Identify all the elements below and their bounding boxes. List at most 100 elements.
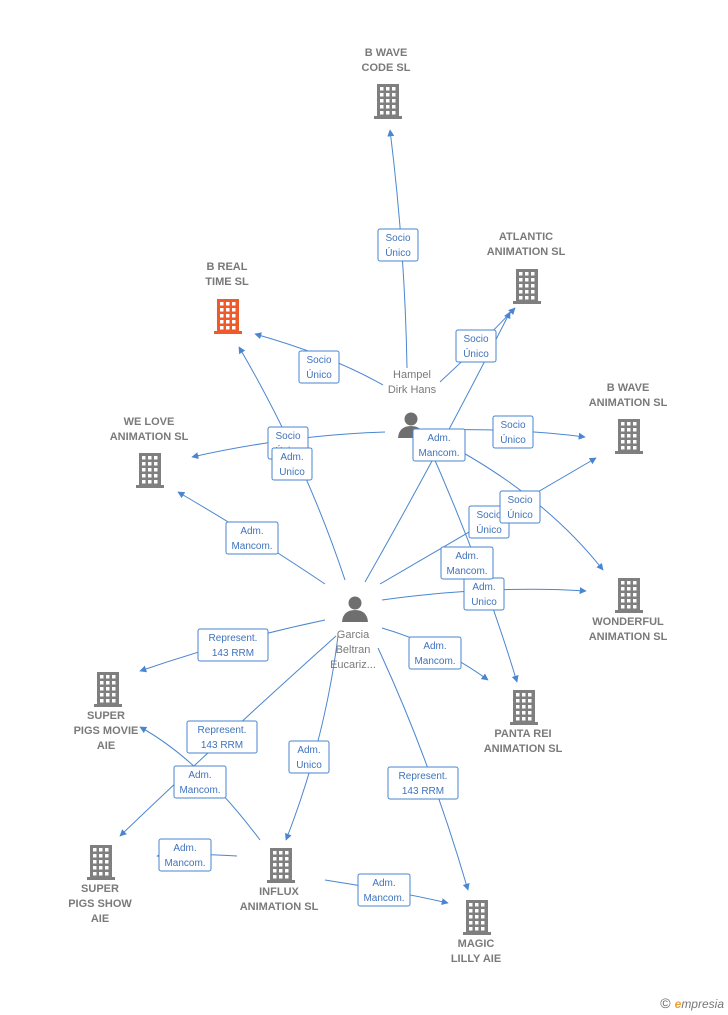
node-label: ANIMATION SL [487, 246, 566, 258]
building-icon [615, 578, 643, 613]
node-label: ANIMATION SL [240, 901, 319, 913]
edge-label[interactable]: Adm. Mancom. [357, 873, 411, 907]
edge-label-box [298, 350, 340, 384]
person-icon [342, 596, 368, 622]
node-label: ATLANTIC [499, 231, 553, 243]
edge-label[interactable]: Adm.Mancom. [158, 838, 212, 872]
edge-label-text: Adm. [423, 641, 446, 652]
building-icon [136, 453, 164, 488]
edge-label-text: Unico [471, 597, 497, 608]
edge-label-text: Mancom. [179, 785, 220, 796]
edge-label-text: Adm. [427, 433, 450, 444]
edge-labels-layer: SocioÚnicoSocioÚnicoSocioÚnicoSocioÚnico… [158, 228, 541, 907]
edge-label-text: Adm. [372, 878, 395, 889]
empresia-brand[interactable]: ©empresia [660, 995, 724, 1011]
edge-label[interactable]: Adm.Unico [271, 447, 313, 481]
edge-label[interactable]: Adm. Mancom. [225, 521, 279, 555]
edge-label-box [387, 766, 459, 800]
node-label: AIE [97, 740, 115, 752]
building-icon [615, 419, 643, 454]
edge-label-box [455, 329, 497, 363]
edge-label-text: Mancom. [446, 566, 487, 577]
edge-label-box [197, 628, 269, 662]
node-label: CODE SL [362, 62, 411, 74]
edge-label-text: Mancom. [418, 448, 459, 459]
building-icon [267, 848, 295, 883]
edge-label-text: Adm. [188, 770, 211, 781]
edge-label[interactable]: Represent. 143 RRM [197, 628, 269, 662]
edge-label-text: 143 RRM [402, 786, 444, 797]
edge-label-text: Adm. [297, 745, 320, 756]
edge-label-box [412, 428, 466, 462]
edge-label[interactable]: Adm. Mancom. [412, 428, 466, 462]
edge-label-box [492, 415, 534, 449]
building-icon [510, 690, 538, 725]
edge-label-text: 143 RRM [201, 740, 243, 751]
edge-label[interactable]: Represent. 143 RRM [387, 766, 459, 800]
node-label: Garcia [337, 629, 370, 641]
edge-garcia-influx [285, 635, 339, 841]
edge-label-box [440, 546, 494, 580]
edge-label-text: Adm. [240, 526, 263, 537]
brand-name: mpresia [681, 997, 724, 1011]
edge-label-text: Único [306, 368, 332, 381]
edge-label-box [271, 447, 313, 481]
edge-label-text: Represent. [209, 633, 258, 644]
node-label: ANIMATION SL [589, 631, 668, 643]
node-label: AIE [91, 913, 109, 925]
edge-label-text: Único [507, 508, 533, 521]
node-label: Dirk Hans [388, 384, 437, 396]
edge-label-box [377, 228, 419, 262]
edge-label-text: Mancom. [363, 893, 404, 904]
edge-label-text: Mancom. [231, 541, 272, 552]
edge-label-box [173, 765, 227, 799]
edge-label[interactable]: Adm.Unico [288, 740, 330, 774]
building-icon [214, 299, 242, 334]
node-superpigsshow[interactable]: SUPER PIGS SHOW AIE [68, 845, 132, 925]
edge-label-text: Socio [507, 495, 532, 506]
edge-label-text: 143 RRM [212, 648, 254, 659]
edge-label-text: Socio [500, 420, 525, 431]
edge-label-text: Represent. [399, 771, 448, 782]
node-label: SUPER [81, 883, 119, 895]
edge-label-text: Socio [275, 431, 300, 442]
edge-label[interactable]: Represent. 143 RRM [186, 720, 258, 754]
edge-label[interactable]: Adm. Mancom. [173, 765, 227, 799]
node-label: SUPER [87, 710, 125, 722]
edge-label-text: Único [500, 433, 526, 446]
edge-label-text: Socio [463, 334, 488, 345]
edge-label-box [408, 636, 462, 670]
node-label: PIGS SHOW [68, 898, 132, 910]
node-garcia[interactable]: GarciaBeltranEucariz... [330, 596, 376, 672]
building-icon [513, 269, 541, 304]
node-label: B WAVE [607, 382, 650, 394]
edge-label-text: Único [476, 523, 502, 536]
edge-label-text: Represent. [198, 725, 247, 736]
edge-label[interactable]: Adm.Mancom. [408, 636, 462, 670]
node-label: Eucariz... [330, 659, 376, 671]
edge-label-box [225, 521, 279, 555]
node-atlantic[interactable]: ATLANTIC ANIMATION SL [487, 231, 566, 304]
edge-label[interactable]: Adm.Mancom. [440, 546, 494, 580]
node-label: Hampel [393, 369, 431, 381]
edge-label[interactable]: Adm.Unico [463, 577, 505, 611]
edge-label-text: Socio [306, 355, 331, 366]
